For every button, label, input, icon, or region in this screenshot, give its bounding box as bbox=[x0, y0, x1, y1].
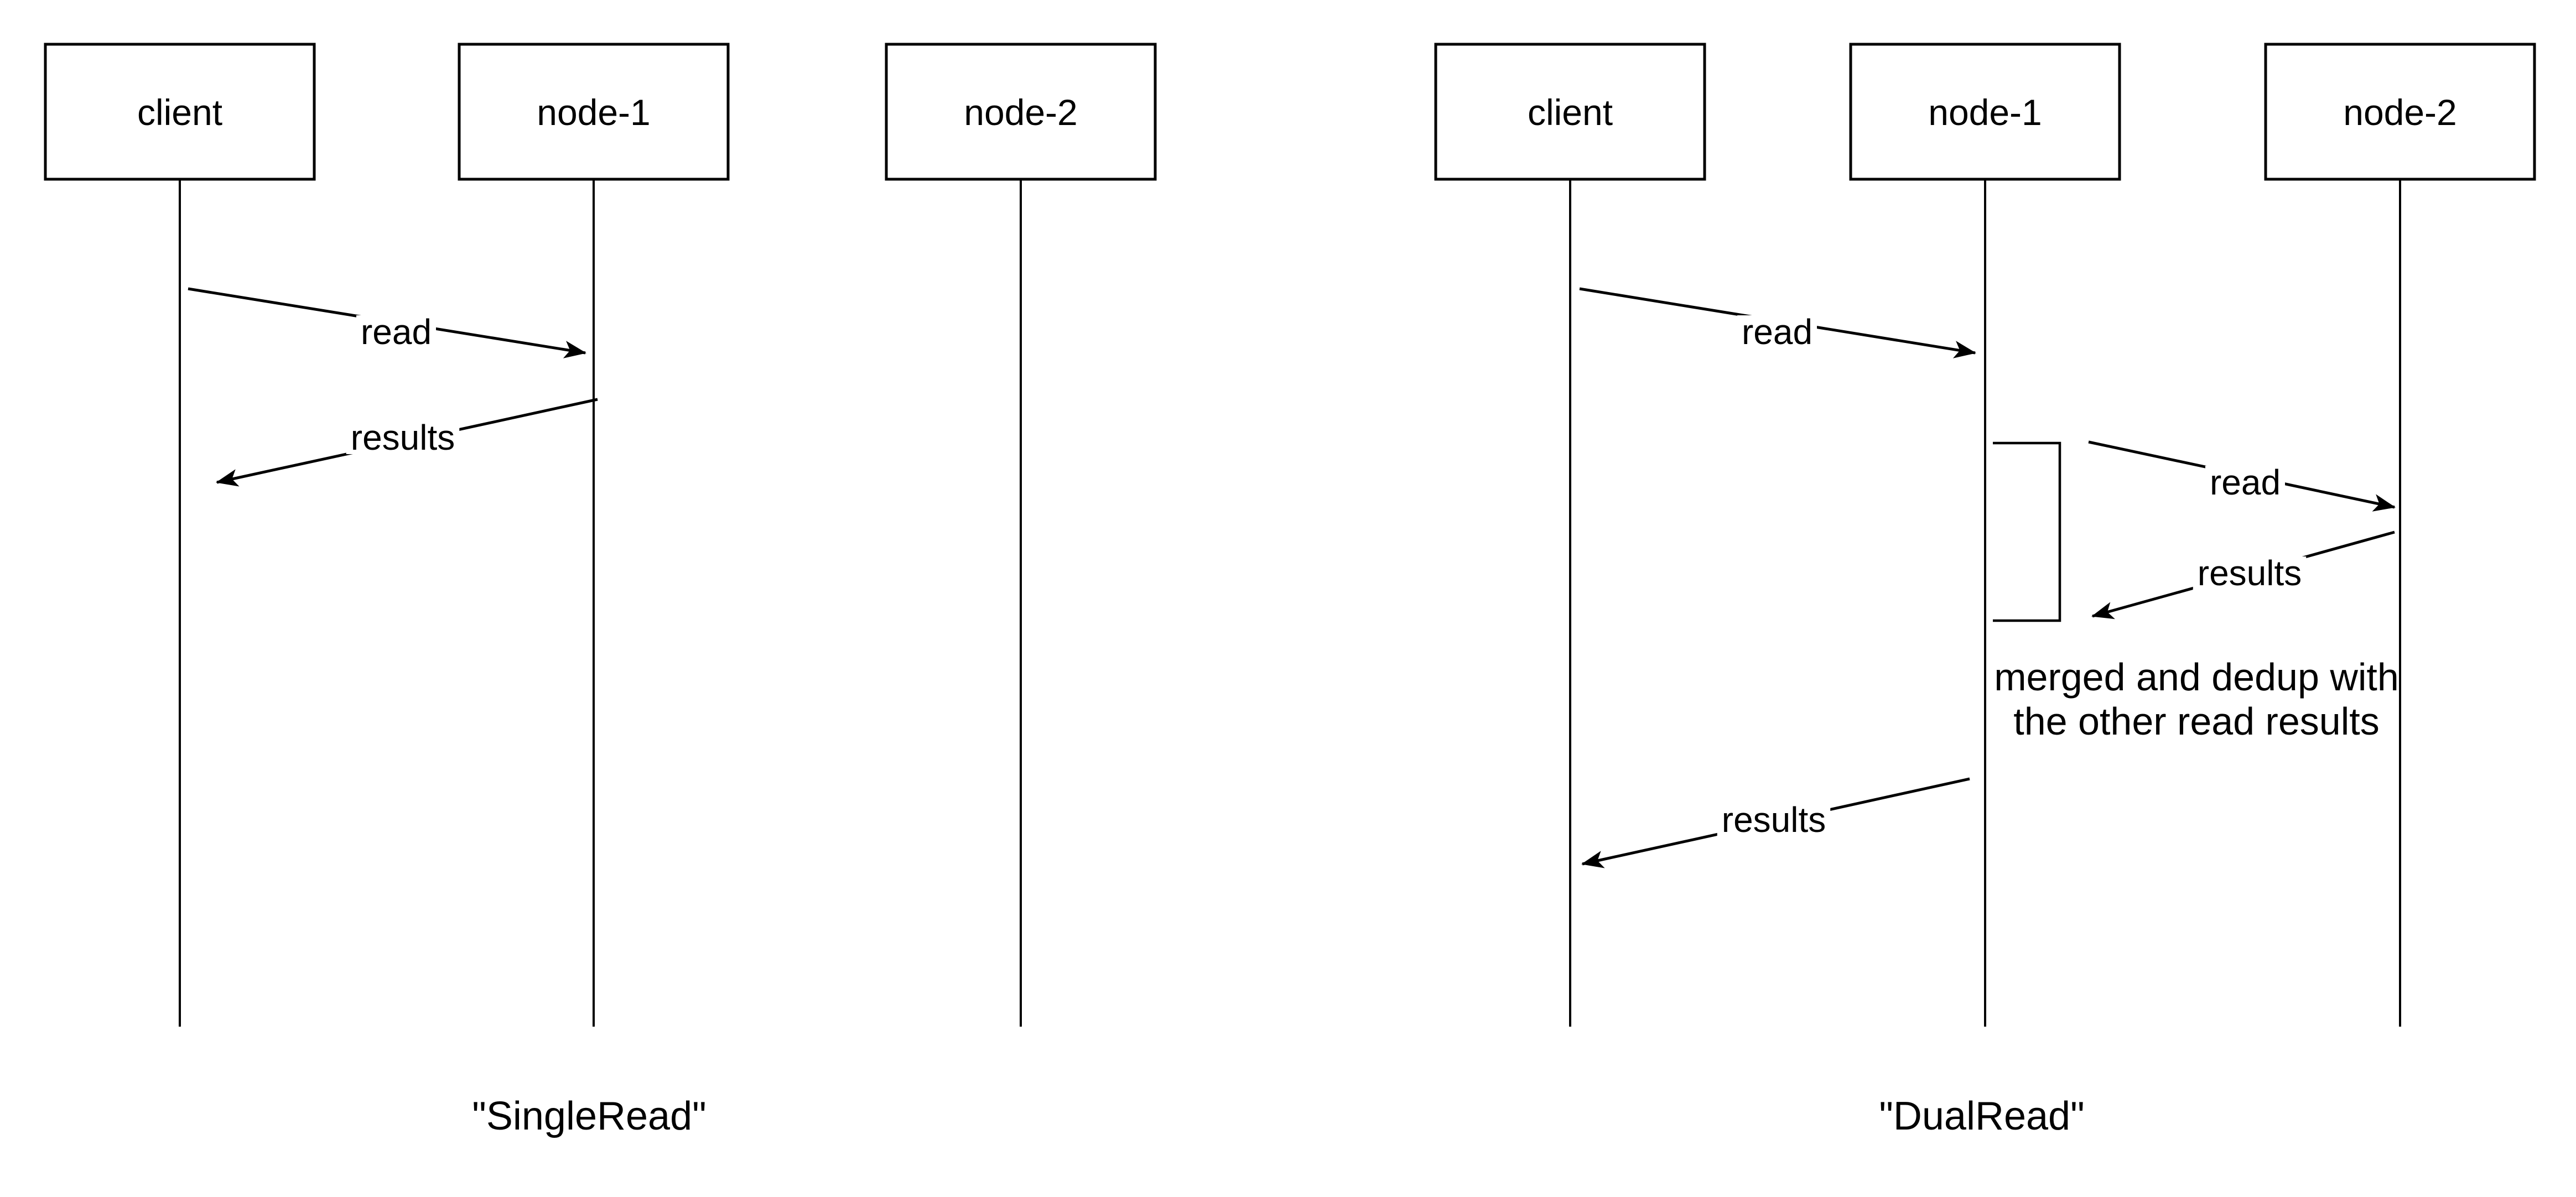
actor-label: client bbox=[137, 92, 222, 133]
diagram-caption: "DualRead" bbox=[1879, 1094, 2084, 1138]
actor-label: node-1 bbox=[537, 92, 651, 133]
actor-client: client bbox=[44, 43, 316, 181]
actor-node-2: node-2 bbox=[885, 43, 1157, 181]
message-label-text: results bbox=[351, 418, 455, 457]
label-background bbox=[2205, 466, 2286, 499]
actor-label: client bbox=[1528, 92, 1613, 133]
actor-label: node-2 bbox=[2343, 92, 2457, 133]
message-label-read: read bbox=[1737, 312, 1817, 352]
message-label-text: read bbox=[1742, 312, 1812, 352]
actor-box bbox=[1849, 43, 2121, 181]
message-label-text: read bbox=[2210, 462, 2281, 502]
label-background bbox=[346, 421, 460, 454]
actor-box bbox=[44, 43, 316, 181]
actor-box bbox=[458, 43, 730, 181]
actor-box bbox=[1434, 43, 1706, 181]
note-merged-dedup: merged and dedup with the other read res… bbox=[1994, 655, 2399, 743]
actor-box bbox=[2264, 43, 2536, 181]
message-label-results: results bbox=[2193, 553, 2307, 593]
message-label-text: results bbox=[2198, 553, 2302, 593]
actor-node-1: node-1 bbox=[458, 43, 730, 181]
actor-client: client bbox=[1434, 43, 1706, 181]
label-background bbox=[356, 315, 437, 348]
actor-node-2: node-2 bbox=[2264, 43, 2536, 181]
note-line: merged and dedup with bbox=[1994, 655, 2399, 699]
diagram-dual-read: client node-1 node-2 read read results bbox=[1434, 43, 2536, 1138]
message-label-read: read bbox=[2205, 462, 2286, 502]
diagram-caption: "SingleRead" bbox=[472, 1094, 706, 1138]
actor-label: node-1 bbox=[1928, 92, 2042, 133]
actor-node-1: node-1 bbox=[1849, 43, 2121, 181]
message-label-text: results bbox=[1722, 800, 1826, 840]
actor-label: node-2 bbox=[964, 92, 1078, 133]
message-label-read: read bbox=[356, 312, 437, 352]
activation-bracket bbox=[1993, 441, 2061, 622]
label-background bbox=[1737, 315, 1817, 348]
diagram-single-read: client node-1 node-2 read results "Singl… bbox=[44, 43, 1157, 1138]
message-label-results: results bbox=[346, 418, 460, 457]
note-line: the other read results bbox=[2013, 700, 2379, 743]
actor-box bbox=[885, 43, 1157, 181]
message-label-results: results bbox=[1717, 800, 1831, 840]
message-label-text: read bbox=[361, 312, 432, 352]
label-background bbox=[2193, 556, 2307, 590]
label-background bbox=[1717, 803, 1831, 836]
